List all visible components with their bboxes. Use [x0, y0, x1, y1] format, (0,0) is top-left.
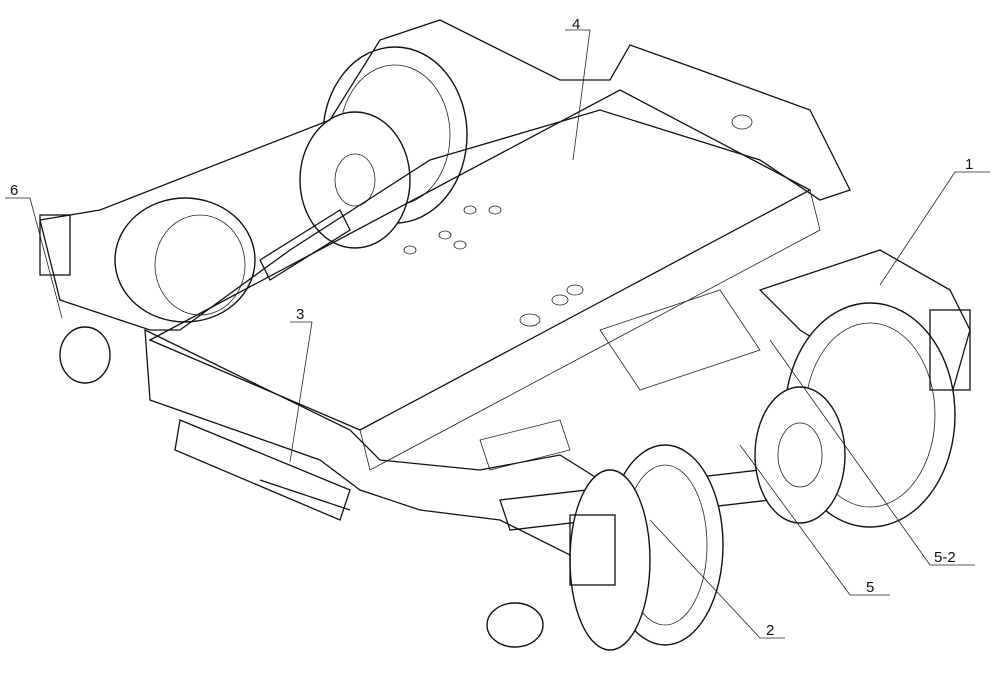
side-frame-front	[145, 330, 600, 570]
label-3: 3	[296, 306, 304, 323]
rear-left-wheel	[300, 47, 467, 248]
front-right-wheel	[755, 303, 955, 527]
label-2: 2	[766, 622, 774, 639]
label-5: 5	[866, 579, 874, 596]
label-5-2: 5-2	[934, 549, 956, 566]
label-4: 4	[572, 16, 580, 33]
label-1: 1	[965, 156, 973, 173]
label-6: 6	[10, 182, 18, 199]
rear-right-wheel	[115, 198, 255, 322]
gearbox-cover	[60, 327, 110, 383]
